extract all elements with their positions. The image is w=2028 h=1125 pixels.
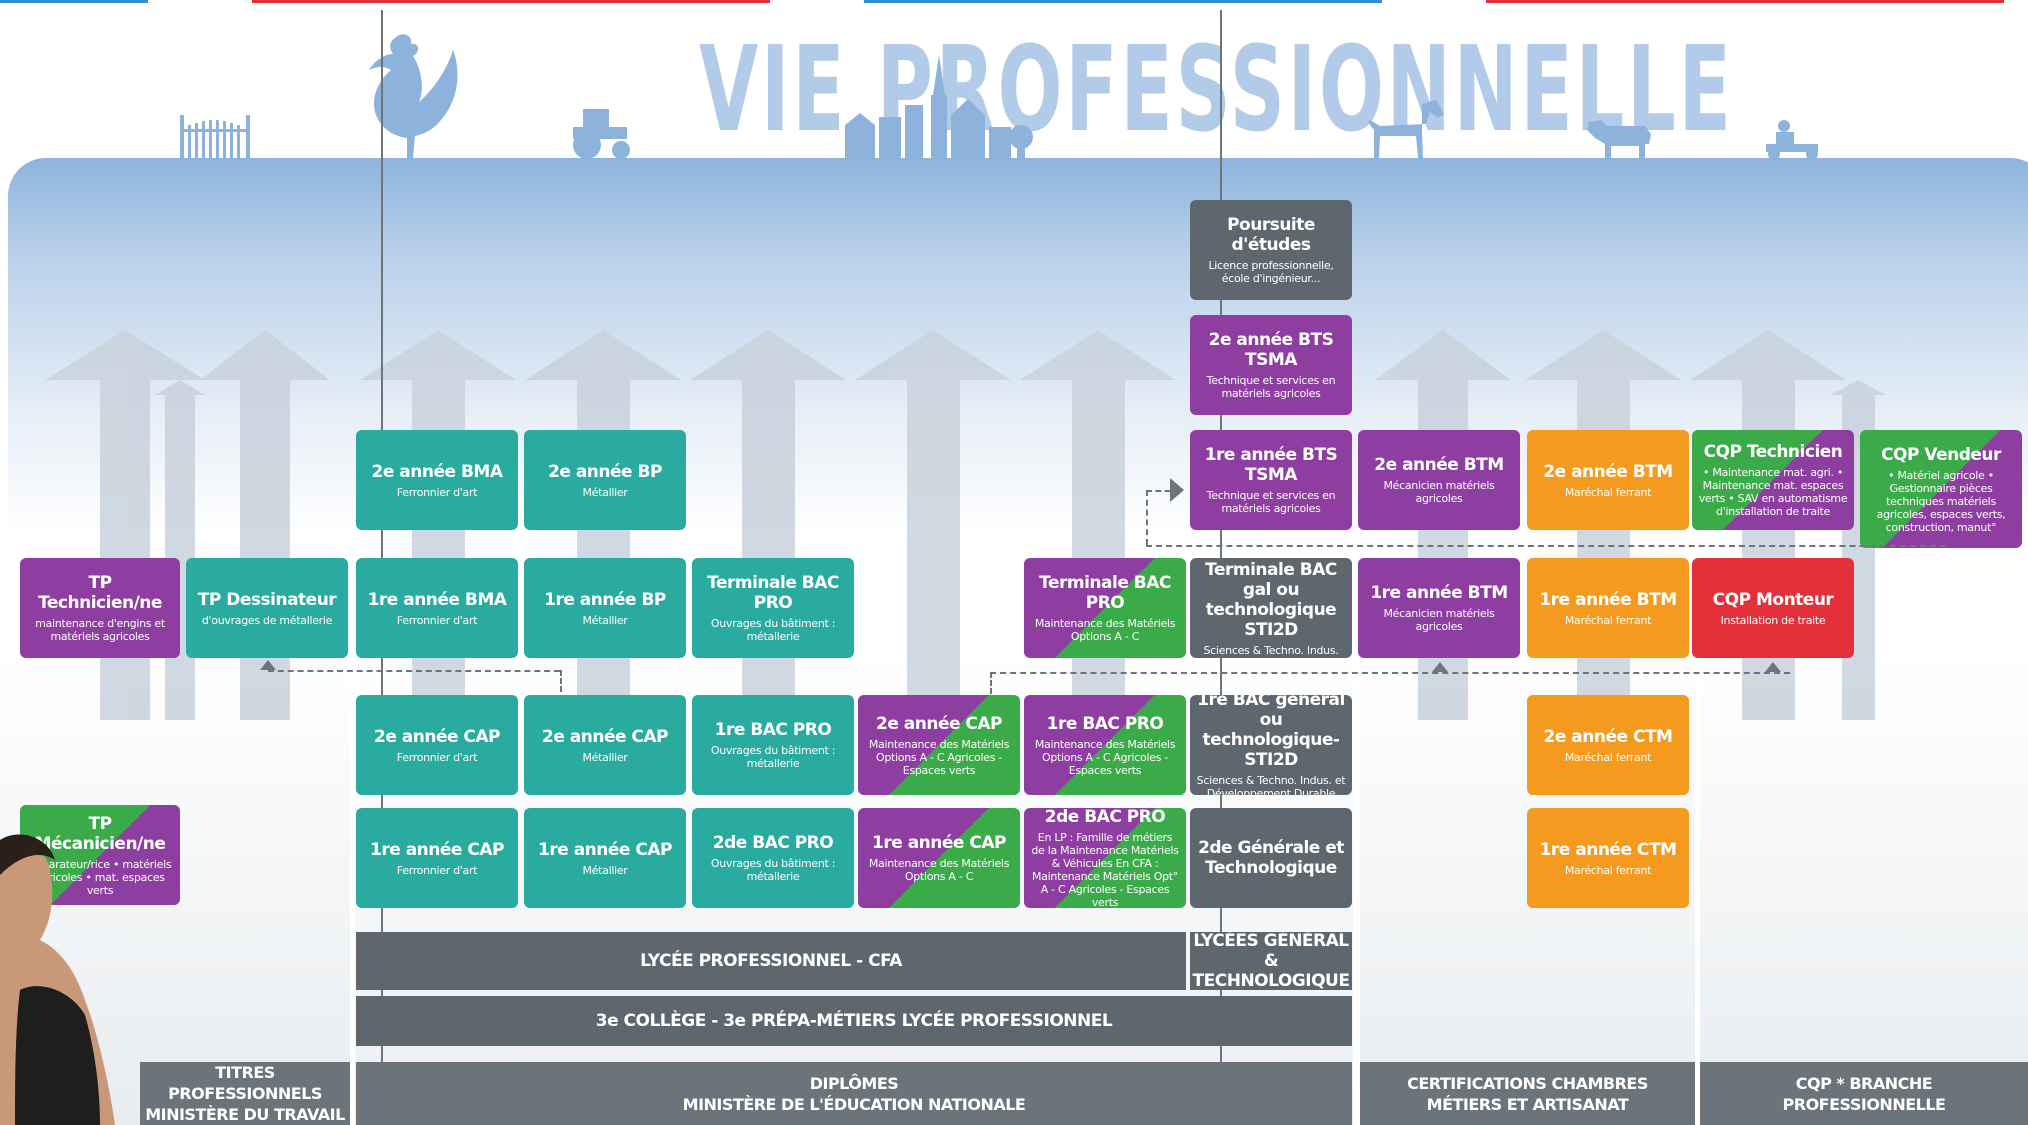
bar-lycees-general-line-2: & TECHNOLOGIQUE (1192, 951, 1350, 991)
connector-arrow-btm (1432, 662, 1448, 672)
footer-titres-line-2: MINISTÈRE DU TRAVAIL (145, 1105, 345, 1124)
footer-cqp-line-2: PROFESSIONNELLE (1782, 1094, 1946, 1114)
connector-cap-to-tp (268, 670, 560, 672)
top-line-red-2 (1486, 0, 2004, 3)
top-line-blue (0, 0, 148, 3)
rooster-icon (369, 34, 458, 158)
connector-bac-vertical (990, 672, 992, 694)
connector-to-bts (1146, 490, 1180, 492)
connector-bac-to-right (990, 672, 1790, 674)
connector-cap-vertical (560, 670, 562, 692)
lawn-mower-icon (1766, 120, 1818, 160)
footer-titres-line-1: TITRES PROFESSIONNELS (168, 1063, 322, 1103)
village-icon (845, 55, 1033, 160)
horse-icon (1362, 100, 1444, 158)
footer-diplomes-line-2: MINISTÈRE DE L'ÉDUCATION NATIONALE (682, 1094, 1026, 1114)
footer-certifications: CERTIFICATIONS CHAMBRES MÉTIERS ET ARTIS… (1360, 1062, 1695, 1125)
footer-certifications-line-2: MÉTIERS ET ARTISANAT (1426, 1094, 1629, 1114)
footer-diplomes: DIPLÔMES MINISTÈRE DE L'ÉDUCATION NATION… (356, 1062, 1352, 1125)
footer-diplomes-line-1: DIPLÔMES (809, 1073, 899, 1093)
tractor-icon (573, 109, 630, 159)
connector-arrow-cqp (1765, 662, 1781, 672)
connector-terminale-vertical (1146, 490, 1148, 545)
bar-lycees-general-line-1: LYCÉES GÉNÉRAL (1193, 931, 1349, 951)
box-2de-generale: 2de Générale et Technologique (1190, 808, 1352, 908)
gate-icon (180, 115, 250, 160)
arrow-to-bts-icon (1170, 478, 1184, 502)
box-terminale-generale: Terminale BAC gal ou technologique STI2D… (1190, 558, 1352, 658)
box-cqp-vendeur: CQP Vendeur• Matériel agricole • Gestion… (1860, 430, 2022, 548)
box-cqp-technicien: CQP Technicien• Maintenance mat. agri. •… (1692, 430, 1854, 530)
footer-cqp: CQP * BRANCHE PROFESSIONNELLE (1700, 1062, 2028, 1125)
connector-terminale-to-cqp (1146, 545, 1946, 547)
bar-college: 3e COLLÈGE - 3e PRÉPA-MÉTIERS LYCÉE PROF… (356, 996, 1352, 1046)
footer-titres: TITRES PROFESSIONNELS MINISTÈRE DU TRAVA… (140, 1062, 350, 1125)
footer-certifications-line-1: CERTIFICATIONS CHAMBRES (1407, 1073, 1648, 1093)
bar-lycee-professionnel: LYCÉE PROFESSIONNEL - CFA (356, 932, 1186, 990)
cow-icon (1587, 120, 1651, 160)
connector-arrow-tp (260, 660, 276, 670)
top-line-red (252, 0, 770, 3)
woman-photo (0, 834, 115, 1125)
top-line-blue-2 (864, 0, 1382, 3)
footer-cqp-line-1: CQP * BRANCHE (1795, 1073, 1933, 1093)
bar-lycees-general: LYCÉES GÉNÉRAL & TECHNOLOGIQUE (1190, 931, 1352, 991)
column-bg-4 (1700, 650, 2028, 1125)
